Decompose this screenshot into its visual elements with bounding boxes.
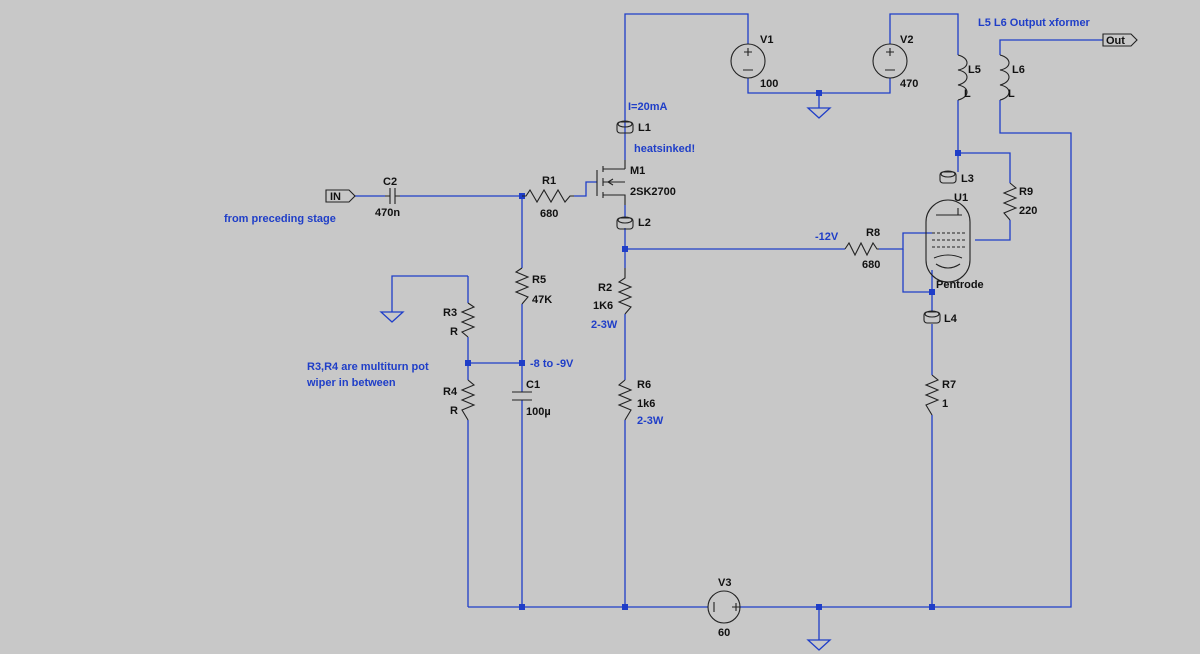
- svg-text:I=20mA: I=20mA: [628, 101, 667, 113]
- svg-text:1K6: 1K6: [593, 300, 613, 312]
- svg-text:2-3W: 2-3W: [591, 319, 618, 331]
- resistor-r4: R4 R: [443, 379, 476, 421]
- svg-text:-12V: -12V: [815, 231, 839, 243]
- svg-text:R8: R8: [866, 227, 880, 239]
- ground-icon-left: [379, 311, 405, 323]
- resistor-r8: R8 680 -12V: [815, 227, 880, 271]
- wiper-voltage-note: -8 to -9V: [530, 358, 574, 370]
- svg-text:L1: L1: [638, 122, 651, 134]
- svg-text:1k6: 1k6: [637, 398, 655, 410]
- mosfet-m1: heatsinked! M1 2SK2700: [596, 143, 695, 205]
- svg-text:R9: R9: [1019, 186, 1033, 198]
- ground-icon-bottom: [806, 639, 832, 651]
- port-in: IN: [325, 189, 356, 203]
- svg-text:680: 680: [540, 208, 558, 220]
- pot-note-line2: wiper in between: [306, 377, 396, 389]
- svg-text:60: 60: [718, 627, 730, 639]
- voltage-source-v1: V1 100: [730, 34, 778, 90]
- from-stage-note: from preceding stage: [224, 213, 336, 225]
- svg-text:R1: R1: [542, 175, 556, 187]
- svg-text:L6: L6: [1012, 64, 1025, 76]
- svg-text:R5: R5: [532, 274, 546, 286]
- svg-text:L: L: [964, 88, 971, 100]
- svg-text:680: 680: [862, 259, 880, 271]
- svg-text:470n: 470n: [375, 207, 400, 219]
- svg-text:R: R: [450, 326, 458, 338]
- svg-text:R2: R2: [598, 282, 612, 294]
- resistor-r3: R3 R: [443, 302, 476, 338]
- svg-text:Pentrode: Pentrode: [936, 279, 984, 291]
- probe-l2: L2: [616, 216, 651, 230]
- resistor-r2: R2 1K6 2-3W: [591, 268, 633, 331]
- inductor-l6: L6 L: [999, 54, 1025, 101]
- resistor-r1: R1 680: [522, 175, 574, 220]
- capacitor-c2: C2 470n: [375, 176, 400, 219]
- ground-symbols: [379, 107, 832, 651]
- port-in-label: IN: [330, 191, 341, 203]
- svg-text:V1: V1: [760, 34, 773, 46]
- svg-text:47K: 47K: [532, 294, 552, 306]
- tube-u1: U1 Pentrode: [925, 192, 984, 291]
- svg-text:heatsinked!: heatsinked!: [634, 143, 695, 155]
- svg-text:M1: M1: [630, 165, 645, 177]
- svg-text:470: 470: [900, 78, 918, 90]
- svg-text:R3: R3: [443, 307, 457, 319]
- probe-l4: L4: [923, 310, 958, 325]
- voltage-source-v2: V2 470: [872, 34, 918, 90]
- svg-text:L: L: [1008, 88, 1015, 100]
- svg-text:L2: L2: [638, 217, 651, 229]
- svg-text:R4: R4: [443, 386, 458, 398]
- svg-text:R7: R7: [942, 379, 956, 391]
- probe-l1: I=20mA L1: [616, 101, 667, 134]
- pot-note-line1: R3,R4 are multiturn pot: [307, 361, 429, 373]
- svg-text:U1: U1: [954, 192, 968, 204]
- voltage-source-v3: V3 60: [707, 577, 741, 639]
- inductor-l5: L5 L: [957, 54, 981, 101]
- svg-text:220: 220: [1019, 205, 1037, 217]
- svg-text:R6: R6: [637, 379, 651, 391]
- svg-text:L4: L4: [944, 313, 958, 325]
- port-out: Out: [1102, 33, 1138, 47]
- junction-nodes: [465, 90, 961, 610]
- ground-icon-top: [806, 107, 832, 119]
- svg-text:1: 1: [942, 398, 948, 410]
- probe-l3: L3: [939, 170, 974, 185]
- svg-text:C1: C1: [526, 379, 540, 391]
- port-out-label: Out: [1106, 35, 1125, 47]
- svg-text:L3: L3: [961, 173, 974, 185]
- svg-text:R: R: [450, 405, 458, 417]
- resistor-r6: R6 1k6 2-3W: [617, 379, 664, 427]
- svg-text:V3: V3: [718, 577, 731, 589]
- svg-text:2SK2700: 2SK2700: [630, 186, 676, 198]
- resistor-r9: R9 220: [1002, 182, 1037, 221]
- xformer-note: L5 L6 Output xformer: [978, 17, 1091, 29]
- svg-text:100µ: 100µ: [526, 406, 551, 418]
- svg-text:L5: L5: [968, 64, 981, 76]
- resistor-r5: R5 47K: [514, 267, 552, 306]
- wires: [355, 13, 1103, 640]
- capacitor-c1: C1 100µ: [512, 379, 551, 418]
- svg-text:2-3W: 2-3W: [637, 415, 664, 427]
- svg-text:C2: C2: [383, 176, 397, 188]
- svg-text:100: 100: [760, 78, 778, 90]
- svg-text:V2: V2: [900, 34, 913, 46]
- resistor-r7: R7 1: [924, 374, 956, 416]
